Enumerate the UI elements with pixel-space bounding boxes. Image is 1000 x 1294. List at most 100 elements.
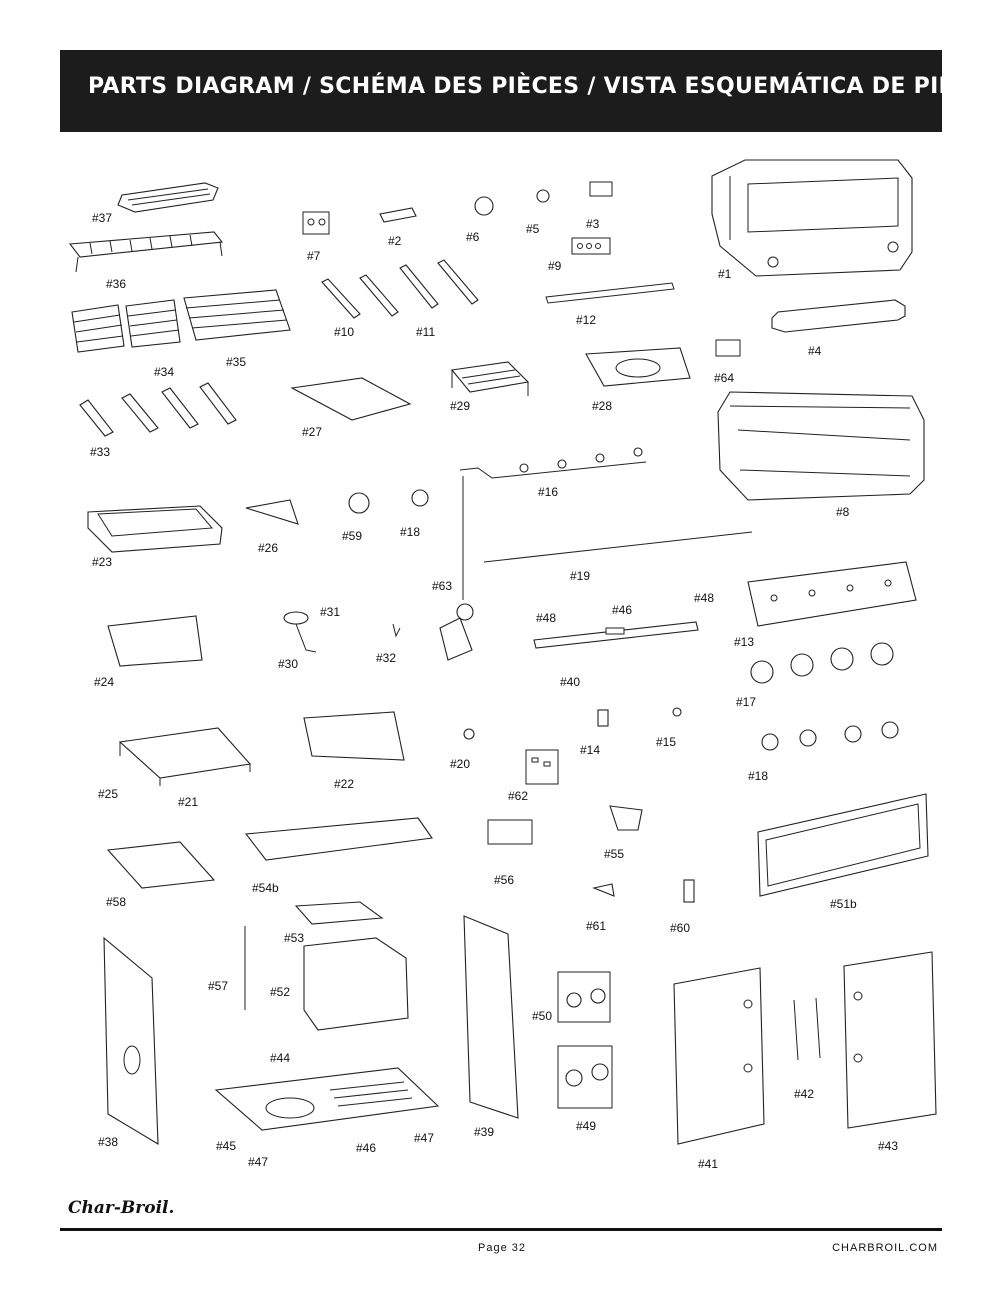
char-broil-logo: Char-Broil. [68, 1198, 175, 1218]
label-41: #41 [698, 1157, 718, 1171]
label-48b: #48 [694, 591, 714, 605]
part-24-drawing [107, 615, 203, 667]
part-7-drawing [302, 211, 330, 235]
website-url: CHARBROIL.COM [832, 1242, 938, 1254]
label-46b: #46 [356, 1141, 376, 1155]
part-18a-drawing [411, 489, 429, 507]
label-50: #50 [532, 1009, 552, 1023]
part-63-drawing [439, 476, 474, 661]
label-18b: #18 [748, 769, 768, 783]
part-29-drawing [450, 361, 530, 396]
part-40-drawing [533, 621, 699, 649]
label-28: #28 [592, 399, 612, 413]
label-20: #20 [450, 757, 470, 771]
label-48a: #48 [536, 611, 556, 625]
part-12-drawing [545, 282, 675, 304]
label-6: #6 [466, 230, 480, 244]
part-53-drawing [294, 901, 384, 925]
part-58-drawing [106, 841, 216, 889]
label-57: #57 [208, 979, 228, 993]
part-61-drawing [592, 883, 615, 897]
part-18b-drawing [761, 721, 899, 751]
label-62: #62 [508, 789, 528, 803]
part-14-drawing [597, 709, 609, 727]
label-61: #61 [586, 919, 606, 933]
part-55-drawing [609, 805, 643, 831]
label-64: #64 [714, 371, 734, 385]
part-9-drawing [571, 237, 611, 255]
header-bar: PARTS DIAGRAM / SCHÉMA DES PIÈCES / VIST… [60, 50, 1000, 132]
part-51b-drawing [757, 793, 929, 897]
part-59-drawing [348, 492, 370, 514]
part-13-drawing [747, 561, 917, 627]
label-10: #10 [334, 325, 354, 339]
label-19: #19 [570, 569, 590, 583]
label-47b: #47 [414, 1131, 434, 1145]
part-22-drawing [303, 711, 405, 761]
label-56: #56 [494, 873, 514, 887]
label-9: #9 [548, 259, 562, 273]
label-15: #15 [656, 735, 676, 749]
label-8: #8 [836, 505, 850, 519]
label-43: #43 [878, 1139, 898, 1153]
label-34: #34 [154, 365, 174, 379]
footer-divider [60, 1228, 942, 1231]
label-40: #40 [560, 675, 580, 689]
label-31: #31 [320, 605, 340, 619]
label-18a: #18 [400, 525, 420, 539]
part-3-drawing [589, 181, 613, 197]
label-30: #30 [278, 657, 298, 671]
label-21: #21 [178, 795, 198, 809]
part-42-drawing [793, 997, 821, 1061]
part-64-drawing [715, 339, 741, 357]
label-39: #39 [474, 1125, 494, 1139]
label-26: #26 [258, 541, 278, 555]
label-32: #32 [376, 651, 396, 665]
part-labels: #37 #36 #35 #34 #33 #7 #2 #6 #5 #3 #9 #1… [90, 211, 898, 1171]
casters-drawing [565, 988, 609, 1087]
label-17: #17 [736, 695, 756, 709]
part-17-drawing [750, 642, 894, 684]
label-59: #59 [342, 529, 362, 543]
page-number: Page 32 [478, 1242, 526, 1254]
part-27-drawing [290, 377, 412, 421]
label-3: #3 [586, 217, 600, 231]
label-16: #16 [538, 485, 558, 499]
part-1-drawing [711, 159, 913, 277]
label-38: #38 [98, 1135, 118, 1149]
label-33: #33 [90, 445, 110, 459]
label-7: #7 [307, 249, 321, 263]
part-4-drawing [771, 299, 906, 333]
label-54b: #54b [252, 881, 279, 895]
label-55: #55 [604, 847, 624, 861]
label-11: #11 [416, 325, 435, 339]
part-16-drawing [459, 447, 647, 479]
part-8-drawing [717, 391, 925, 501]
label-24: #24 [94, 675, 114, 689]
label-14: #14 [580, 743, 600, 757]
label-51b: #51b [830, 897, 857, 911]
part-34-35-drawing [71, 289, 291, 353]
part-43-drawing [843, 951, 937, 1129]
part-10-11-drawing [321, 259, 479, 319]
label-23: #23 [92, 555, 112, 569]
label-58: #58 [106, 895, 126, 909]
part-39-drawing [463, 915, 519, 1119]
label-37: #37 [92, 211, 112, 225]
label-47a: #47 [248, 1155, 268, 1169]
part-38-drawing [103, 936, 159, 1145]
part-62-drawing [525, 749, 559, 785]
part-54b-drawing [244, 817, 433, 861]
page-title: PARTS DIAGRAM / SCHÉMA DES PIÈCES / VIST… [88, 74, 1000, 99]
label-46a: #46 [612, 603, 632, 617]
label-27: #27 [302, 425, 322, 439]
label-35: #35 [226, 355, 246, 369]
label-44: #44 [270, 1051, 290, 1065]
part-26-drawing [245, 499, 299, 525]
label-1: #1 [718, 267, 732, 281]
part-19-drawing [483, 531, 753, 563]
part-20-drawing [463, 728, 475, 740]
label-63: #63 [432, 579, 452, 593]
part-6-drawing [474, 196, 494, 216]
